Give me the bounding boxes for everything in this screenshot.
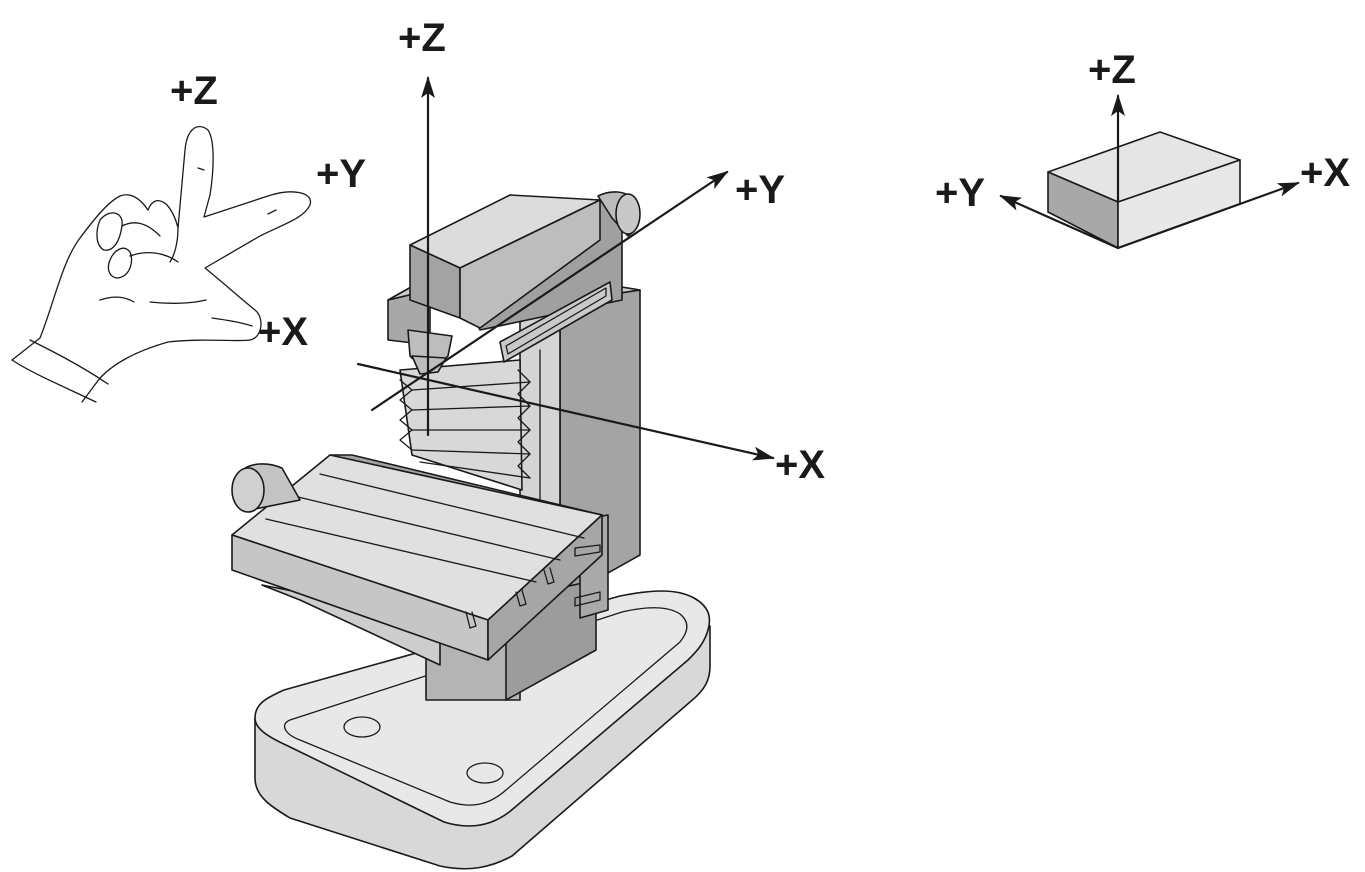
machine-z-label: +Z [398, 16, 446, 60]
milling-machine [231, 76, 775, 870]
workpiece-x-label: +X [1300, 151, 1350, 195]
workpiece-y-axis [999, 194, 1120, 250]
hand-x-label: +X [258, 310, 308, 354]
machine-table [231, 454, 609, 701]
workpiece-z-label: +Z [1088, 48, 1136, 92]
machine-y-axis [370, 170, 729, 412]
workpiece-x-axis [1116, 181, 1300, 250]
workpiece-y-label: +Y [935, 171, 985, 215]
machine-x-axis [356, 362, 775, 461]
bellows [399, 359, 531, 491]
workpiece-diagram [999, 94, 1300, 250]
machine-x-label: +X [775, 443, 825, 487]
hand-y-label: +Y [316, 152, 366, 196]
right-hand-illustration [11, 126, 311, 403]
machine-y-label: +Y [735, 168, 785, 212]
spindle-head [387, 191, 641, 375]
hand-z-label: +Z [170, 69, 218, 113]
